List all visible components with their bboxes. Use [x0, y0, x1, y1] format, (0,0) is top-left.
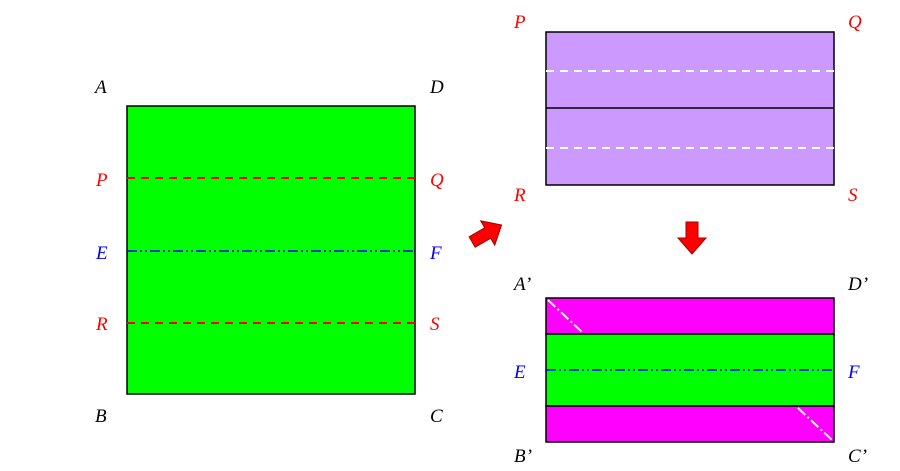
square-abcd: A D B C P Q E F R S	[93, 77, 444, 427]
label-f: F	[429, 243, 442, 264]
strip-label-r: R	[513, 185, 526, 206]
label-b: B	[95, 406, 107, 427]
result-label-d-prime: D’	[847, 274, 868, 295]
arrow-right-icon	[468, 220, 503, 248]
square-fill	[126, 105, 416, 395]
label-a: A	[93, 77, 107, 98]
result-label-a-prime: A’	[512, 274, 531, 295]
folded-strip-pqsr: P Q R S	[513, 12, 862, 206]
result-label-e: E	[513, 362, 526, 383]
label-p: P	[95, 170, 108, 191]
result-label-b-prime: B’	[514, 446, 532, 467]
result-strip-bottom-band	[545, 405, 835, 443]
label-d: D	[429, 77, 444, 98]
arrow-down-icon	[676, 221, 708, 255]
label-s: S	[430, 314, 440, 335]
label-c: C	[430, 406, 443, 427]
result-diagonal-top-left	[547, 299, 584, 334]
strip-label-s: S	[848, 185, 858, 206]
strip-label-q: Q	[848, 12, 862, 33]
result-label-f: F	[847, 362, 860, 383]
result-label-c-prime: C’	[848, 446, 867, 467]
result-diagonal-bottom-right	[797, 407, 833, 441]
result-strip-top-band	[545, 297, 835, 335]
result-strip: A’ D’ E F B’ C’	[512, 274, 868, 467]
label-e: E	[95, 243, 108, 264]
label-q: Q	[430, 170, 444, 191]
strip-label-p: P	[513, 12, 526, 33]
label-r: R	[95, 314, 108, 335]
